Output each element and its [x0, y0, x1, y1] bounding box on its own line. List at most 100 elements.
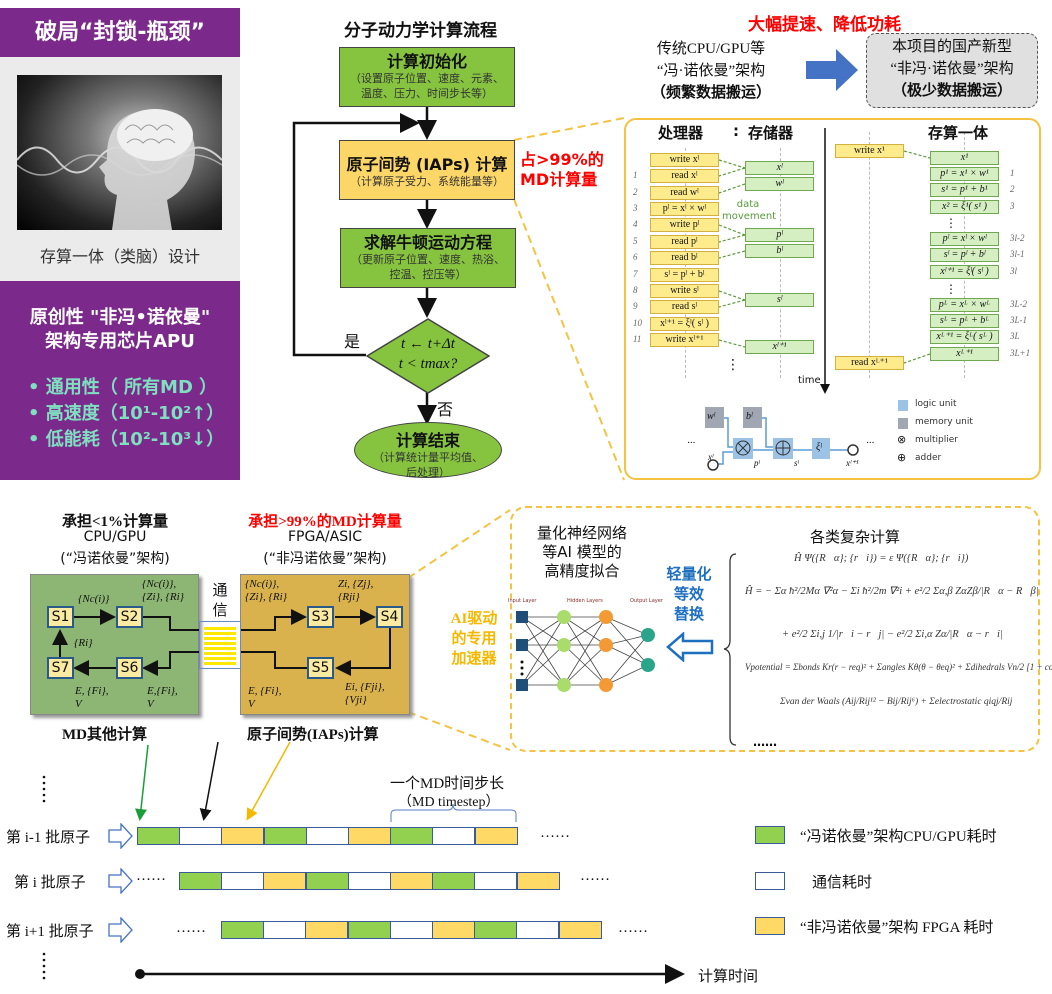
time-segment-cpu	[390, 827, 434, 845]
time-segment-fpga	[474, 827, 518, 845]
step-number: 9	[633, 301, 638, 311]
memory-unit-swatch	[898, 418, 908, 429]
cim-op: s¹ = p¹ + b¹	[930, 183, 999, 197]
share-line-2: MD计算量	[520, 170, 598, 189]
step-number: 11	[633, 334, 642, 344]
cim-vertical-ellipsis: ⋮	[945, 282, 957, 296]
flow-step-end: 计算结束 （计算统计量平均值、 后处理）	[354, 422, 502, 479]
proposed-architecture: 本项目的国产新型 “非冯·诺依曼”架构 （极少数据搬运）	[866, 33, 1038, 108]
memory-unit-b	[743, 407, 762, 428]
label-s2-out: {Nc(i)}, {Zi}, {Ri}	[142, 578, 185, 603]
processor-op: write xˡ	[650, 153, 719, 167]
circuit-b: bˡ	[746, 411, 753, 422]
hidden-node	[557, 678, 571, 692]
label-s4-s5: Ei, {Fji}, {Vji}	[345, 681, 385, 706]
output-node	[641, 658, 655, 672]
processor-op: read xˡ	[650, 169, 719, 183]
layer-label-hidden: Hidden Layers	[567, 598, 603, 604]
replace-line-3: 替换	[673, 605, 704, 623]
cim-read-arrow	[903, 353, 931, 364]
time-segment-comm	[516, 921, 560, 939]
logic-unit-swatch	[898, 400, 908, 411]
fpga-caption: 原子间势(IAPs)计算	[247, 727, 379, 743]
cim-step-number: 2	[1010, 184, 1015, 194]
cim-read-op: read xᴸ⁺¹	[835, 356, 904, 370]
step-number: 2	[633, 187, 638, 197]
time-segment-cpu	[179, 872, 222, 890]
decision-line-2: t < tmax?	[398, 356, 458, 372]
stage-s4: S4	[376, 606, 403, 628]
time-arrow	[820, 128, 830, 394]
row-label-prev: 第 i-1 批原子	[6, 830, 91, 846]
traditional-line-2: “冯·诺依曼”架构	[656, 63, 766, 79]
circuit-x-in: xˡ	[708, 452, 714, 462]
cim-step-number: 3	[1010, 201, 1015, 211]
cim-step-number: 3l	[1010, 266, 1018, 276]
time-segment-cpu	[347, 921, 391, 939]
cim-op: xᴸ⁺¹	[930, 347, 999, 361]
nn-edge	[563, 644, 607, 686]
processor-op: write sˡ	[650, 284, 719, 298]
cim-op: pˡ = xˡ × wˡ	[930, 232, 999, 246]
flow-title: 分子动力学计算流程	[344, 21, 497, 41]
formula-vdw-electrostatic: Σvan der Waals (Aij/Rij¹² − Bij/Rij⁶) + …	[780, 697, 1013, 707]
write-arrow	[718, 339, 746, 348]
ai-accelerator-label: AI驱动 的专用 加速器	[443, 609, 505, 669]
write-arrow	[718, 159, 746, 169]
ai-accel-line-1: AI驱动	[450, 611, 498, 627]
memory-cell: pˡ	[745, 228, 814, 242]
stage-s1: S1	[47, 606, 74, 628]
circuit-s: sˡ	[794, 458, 799, 468]
memory-cell: bˡ	[745, 244, 814, 258]
nn-edge	[605, 634, 649, 646]
proc-vertical-ellipsis: ⋮	[726, 357, 740, 373]
decision-text: t ← t+Δt t < tmax?	[366, 334, 490, 374]
layer-label-output: Output Layer	[630, 598, 663, 604]
memory-cell: sˡ	[745, 293, 814, 307]
cim-step-number: 3L+1	[1010, 348, 1031, 358]
timestep-en-label: （MD timestep）	[398, 795, 500, 810]
cim-op: xᴸ⁺¹ = ξᴸ( sᴸ )	[930, 330, 999, 344]
time-segment-cpu	[305, 872, 349, 890]
memory-guide	[780, 148, 781, 378]
nn-edge	[563, 616, 607, 686]
time-segment-comm	[389, 921, 433, 939]
step-number: 7	[633, 269, 638, 279]
end-desc-1: （计算统计量平均值、	[373, 452, 483, 464]
init-desc-2: 温度、压力、时间步长等）	[361, 88, 493, 100]
memory-compute-panel	[624, 118, 1041, 480]
legend-multiplier: multiplier	[915, 435, 958, 445]
fpga-name: FPGA/ASIC	[287, 529, 362, 545]
time-segment-cpu	[221, 921, 264, 939]
cim-step-number: 1	[1010, 168, 1015, 178]
adder-icon: ⊕	[897, 451, 907, 464]
legend-memory: memory unit	[915, 417, 973, 427]
cim-op: xˡ⁺¹ = ξˡ( sˡ )	[930, 265, 999, 279]
neural-network-diagram	[516, 610, 655, 692]
input-node	[516, 679, 528, 691]
comm-char-2: 信	[212, 601, 228, 619]
row-arrow-shape	[108, 823, 133, 849]
write-arrow	[718, 290, 746, 301]
comm-char-1: 通	[212, 581, 228, 599]
nn-edge	[605, 616, 649, 666]
stage-s2: S2	[116, 606, 143, 628]
fpga-share: 承担>99%的MD计算量	[248, 514, 402, 530]
flow-step-iaps: 原子间势 (IAPs) 计算 （计算原子受力、系统能量等）	[339, 140, 515, 200]
row-current-ellipsis-start: ……	[136, 868, 166, 884]
ai-replacement-box	[510, 506, 1040, 752]
cim-step-number: 3l-1	[1010, 249, 1025, 259]
feature-speed: • 高速度（10¹-10²↑）	[28, 403, 225, 424]
step-number: 4	[633, 219, 638, 229]
data-movement-arrows	[718, 150, 931, 364]
time-segment-comm	[432, 827, 476, 845]
row-label-next: 第 i+1 批原子	[6, 924, 94, 940]
time-segment-fpga	[348, 827, 391, 845]
time-segment-comm	[221, 872, 265, 890]
read-arrow	[718, 183, 746, 194]
processor-op: write xˡ⁺¹	[650, 333, 719, 347]
replace-line-1: 轻量化	[666, 565, 712, 583]
activation-unit	[812, 438, 830, 459]
cim-write-arrow	[903, 150, 931, 159]
no-label: 否	[437, 400, 454, 419]
